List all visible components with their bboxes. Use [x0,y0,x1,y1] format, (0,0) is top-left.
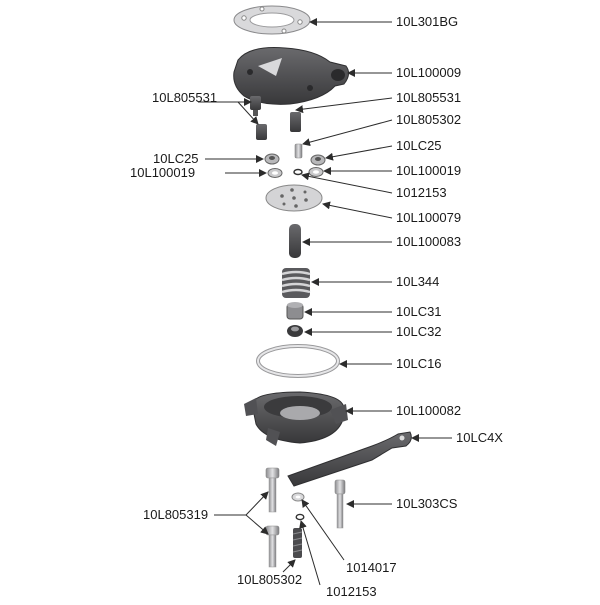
leader-10L805302-bottom [282,559,296,573]
leader-10L805531-left-b [237,101,259,125]
screw-10L805302-bottom [292,528,303,558]
label-10LC25-left: 10LC25 [153,151,199,166]
bolt-10L805319-a [265,467,280,513]
leader-10L805531-right [295,97,393,114]
label-1012153-top: 1012153 [396,185,447,200]
label-10L805319: 10L805319 [143,507,209,522]
label-10L805302-bottom: 10L805302 [237,572,303,587]
label-1012153-bottom: 1012153 [326,584,377,599]
screw-10L805531-a [250,96,261,116]
label-10L303CS: 10L303CS [396,496,458,511]
washer-1014017 [291,492,305,502]
gasket-ring-10LC16 [256,344,340,378]
label-10L805531-right: 10L805531 [396,90,462,105]
label-10LC31: 10LC31 [396,304,442,319]
label-1014017: 1014017 [346,560,397,575]
nut-10LC25-left [264,153,280,165]
leader-lines [198,18,452,586]
oring-1012153-bottom [295,513,305,521]
label-10L100019-right: 10L100019 [396,163,462,178]
label-10L805531-left: 10L805531 [152,90,218,105]
label-10LC32: 10LC32 [396,324,442,339]
leader-1014017 [301,499,345,561]
washer-10L100019-left [267,168,283,178]
label-10L100009: 10L100009 [396,65,462,80]
part-10LC31 [286,302,304,320]
label-10L100079: 10L100079 [396,210,462,225]
leader-10LC25-right [325,145,393,161]
nut-10LC25-right [310,154,326,166]
label-10L301BG: 10L301BG [396,14,459,29]
screw-10L805531-c [290,112,301,132]
pin-10LC25 [294,143,303,159]
leader-10L100079 [322,201,393,219]
label-10LC16: 10LC16 [396,356,442,371]
leader-10L805319-b [245,514,269,535]
leader-10L805302-top [302,119,393,147]
label-10L344: 10L344 [396,274,440,289]
label-10L100019-left: 10L100019 [130,165,196,180]
bolt-10L805319-b [265,525,280,568]
lower-housing-10L100082 [244,391,348,446]
label-10L100083: 10L100083 [396,234,462,249]
gasket-10L301BG [233,5,311,35]
leader-1012153-bottom [299,520,321,586]
label-10LC4X: 10LC4X [456,430,503,445]
handle-10LC4X [287,431,412,487]
label-10L805302-top: 10L805302 [396,112,462,127]
label-10L100082: 10L100082 [396,403,462,418]
shaft-10L303CS [334,479,346,529]
part-10LC32 [287,325,303,337]
label-10LC25-right: 10LC25 [396,138,442,153]
leader-10L805319-a [245,491,269,516]
plate-10L100079 [265,184,323,212]
leader-1012153-top [301,172,393,194]
washer-10L100019-right [308,167,324,177]
spring-10L344 [281,268,311,298]
rod-10L100083 [289,224,301,258]
oring-1012153-top [293,168,303,176]
top-housing-10L100009 [233,47,350,105]
screw-10L805531-b [256,124,267,140]
